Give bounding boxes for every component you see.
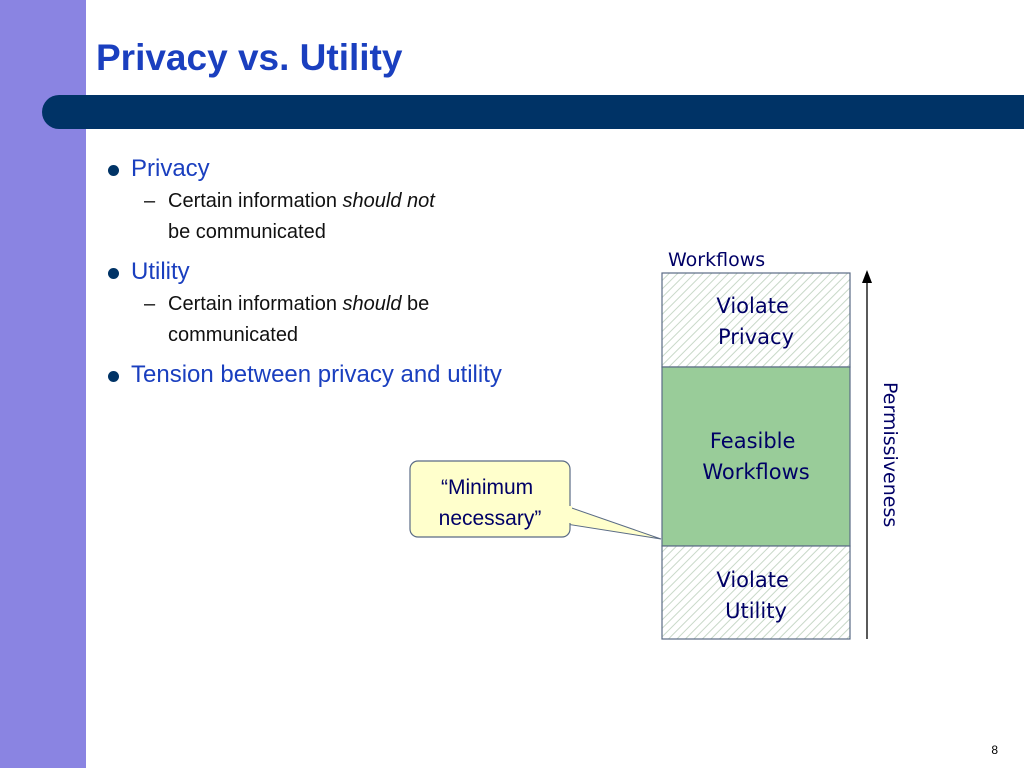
violate-privacy-label: Violate Privacy: [716, 294, 795, 349]
arrow-head-icon: [862, 270, 872, 283]
page-number: 8: [991, 743, 998, 757]
permissiveness-label: Permissiveness: [879, 382, 901, 527]
violate-utility-line2: Utility: [725, 599, 787, 623]
region-violate-utility: [661, 545, 851, 640]
bullet-utility: Utility: [104, 255, 544, 289]
callout-pointer: [565, 505, 662, 540]
feasible-line2: Workflows: [702, 460, 809, 484]
violate-privacy-line1: Violate: [716, 294, 788, 318]
callout-join-mask: [567, 506, 572, 523]
sub-bullet-privacy: – Certain information should not be comm…: [104, 186, 544, 248]
dash-icon: –: [144, 190, 156, 212]
bullet-dot-icon: [108, 268, 119, 279]
sub-bullet-utility: – Certain information should be communic…: [104, 289, 544, 351]
bullet-tension: Tension between privacy and utility: [104, 358, 544, 392]
bullet-tension-label: Tension between privacy and utility: [131, 361, 502, 388]
dash-icon: –: [144, 293, 156, 315]
bullet-privacy-label: Privacy: [131, 155, 210, 182]
violate-utility-label: Violate Utility: [716, 568, 795, 623]
region-violate-privacy: [661, 272, 851, 368]
region-feasible-workflows: [661, 366, 851, 547]
violate-utility-line1: Violate: [716, 568, 788, 592]
sub-bullet-privacy-text-b: be communicated: [168, 221, 326, 243]
bullet-dot-icon: [108, 165, 119, 176]
sub-bullet-privacy-emphasis: should not: [342, 190, 435, 212]
feasible-line1: Feasible: [710, 429, 796, 453]
callout-line2: necessary”: [439, 507, 542, 530]
callout-text: “Minimum necessary”: [439, 476, 542, 530]
feasible-workflows-label: Feasible Workflows: [702, 429, 809, 484]
bullet-list: Privacy – Certain information should not…: [104, 152, 544, 392]
workflows-header: Workflows: [668, 249, 765, 271]
slide-title: Privacy vs. Utility: [96, 37, 403, 78]
sub-bullet-utility-emphasis: should: [342, 293, 402, 315]
bullet-privacy: Privacy: [104, 152, 544, 186]
callout-box: [409, 460, 571, 538]
sub-bullet-utility-text-a: Certain information: [168, 293, 343, 315]
violate-privacy-line2: Privacy: [718, 325, 794, 349]
sub-bullet-privacy-text-a: Certain information: [168, 190, 343, 212]
title-underline-bar: [42, 95, 1024, 129]
bullet-dot-icon: [108, 371, 119, 382]
callout-line1: “Minimum: [441, 476, 533, 499]
bullet-utility-label: Utility: [131, 258, 190, 285]
sub-bullet-utility-text-b: be communicated: [168, 293, 430, 346]
